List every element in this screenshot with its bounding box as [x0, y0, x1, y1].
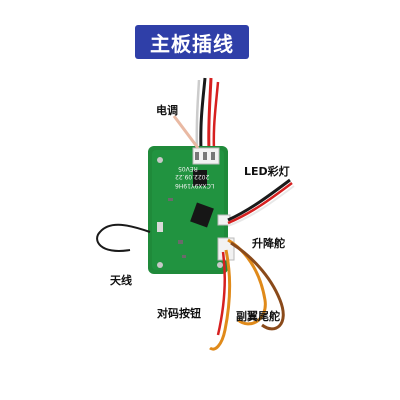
label-led: LED彩灯 — [244, 165, 290, 178]
pcb-board — [148, 146, 235, 274]
antenna-wire — [96, 223, 151, 252]
silkscreen-date: 2022.09.22 — [175, 173, 210, 180]
label-pair-button: 对码按钮 — [157, 307, 201, 320]
page-title: 主板插线 — [150, 31, 234, 56]
label-aux-tail-servo: 副翼尾舵 — [236, 310, 280, 323]
title-banner: 主板插线 — [135, 25, 249, 59]
silkscreen-rev: REV05 — [178, 165, 198, 172]
servo-wires — [209, 238, 285, 351]
esc-pointer-arrow — [172, 115, 200, 149]
silkscreen-model: LCXX9Y19H6 — [175, 182, 215, 189]
label-antenna: 天线 — [110, 274, 132, 287]
led-wires — [227, 178, 295, 227]
label-lift-servo: 升降舵 — [252, 237, 285, 250]
label-esc: 电调 — [156, 104, 178, 117]
esc-wires — [195, 77, 220, 151]
